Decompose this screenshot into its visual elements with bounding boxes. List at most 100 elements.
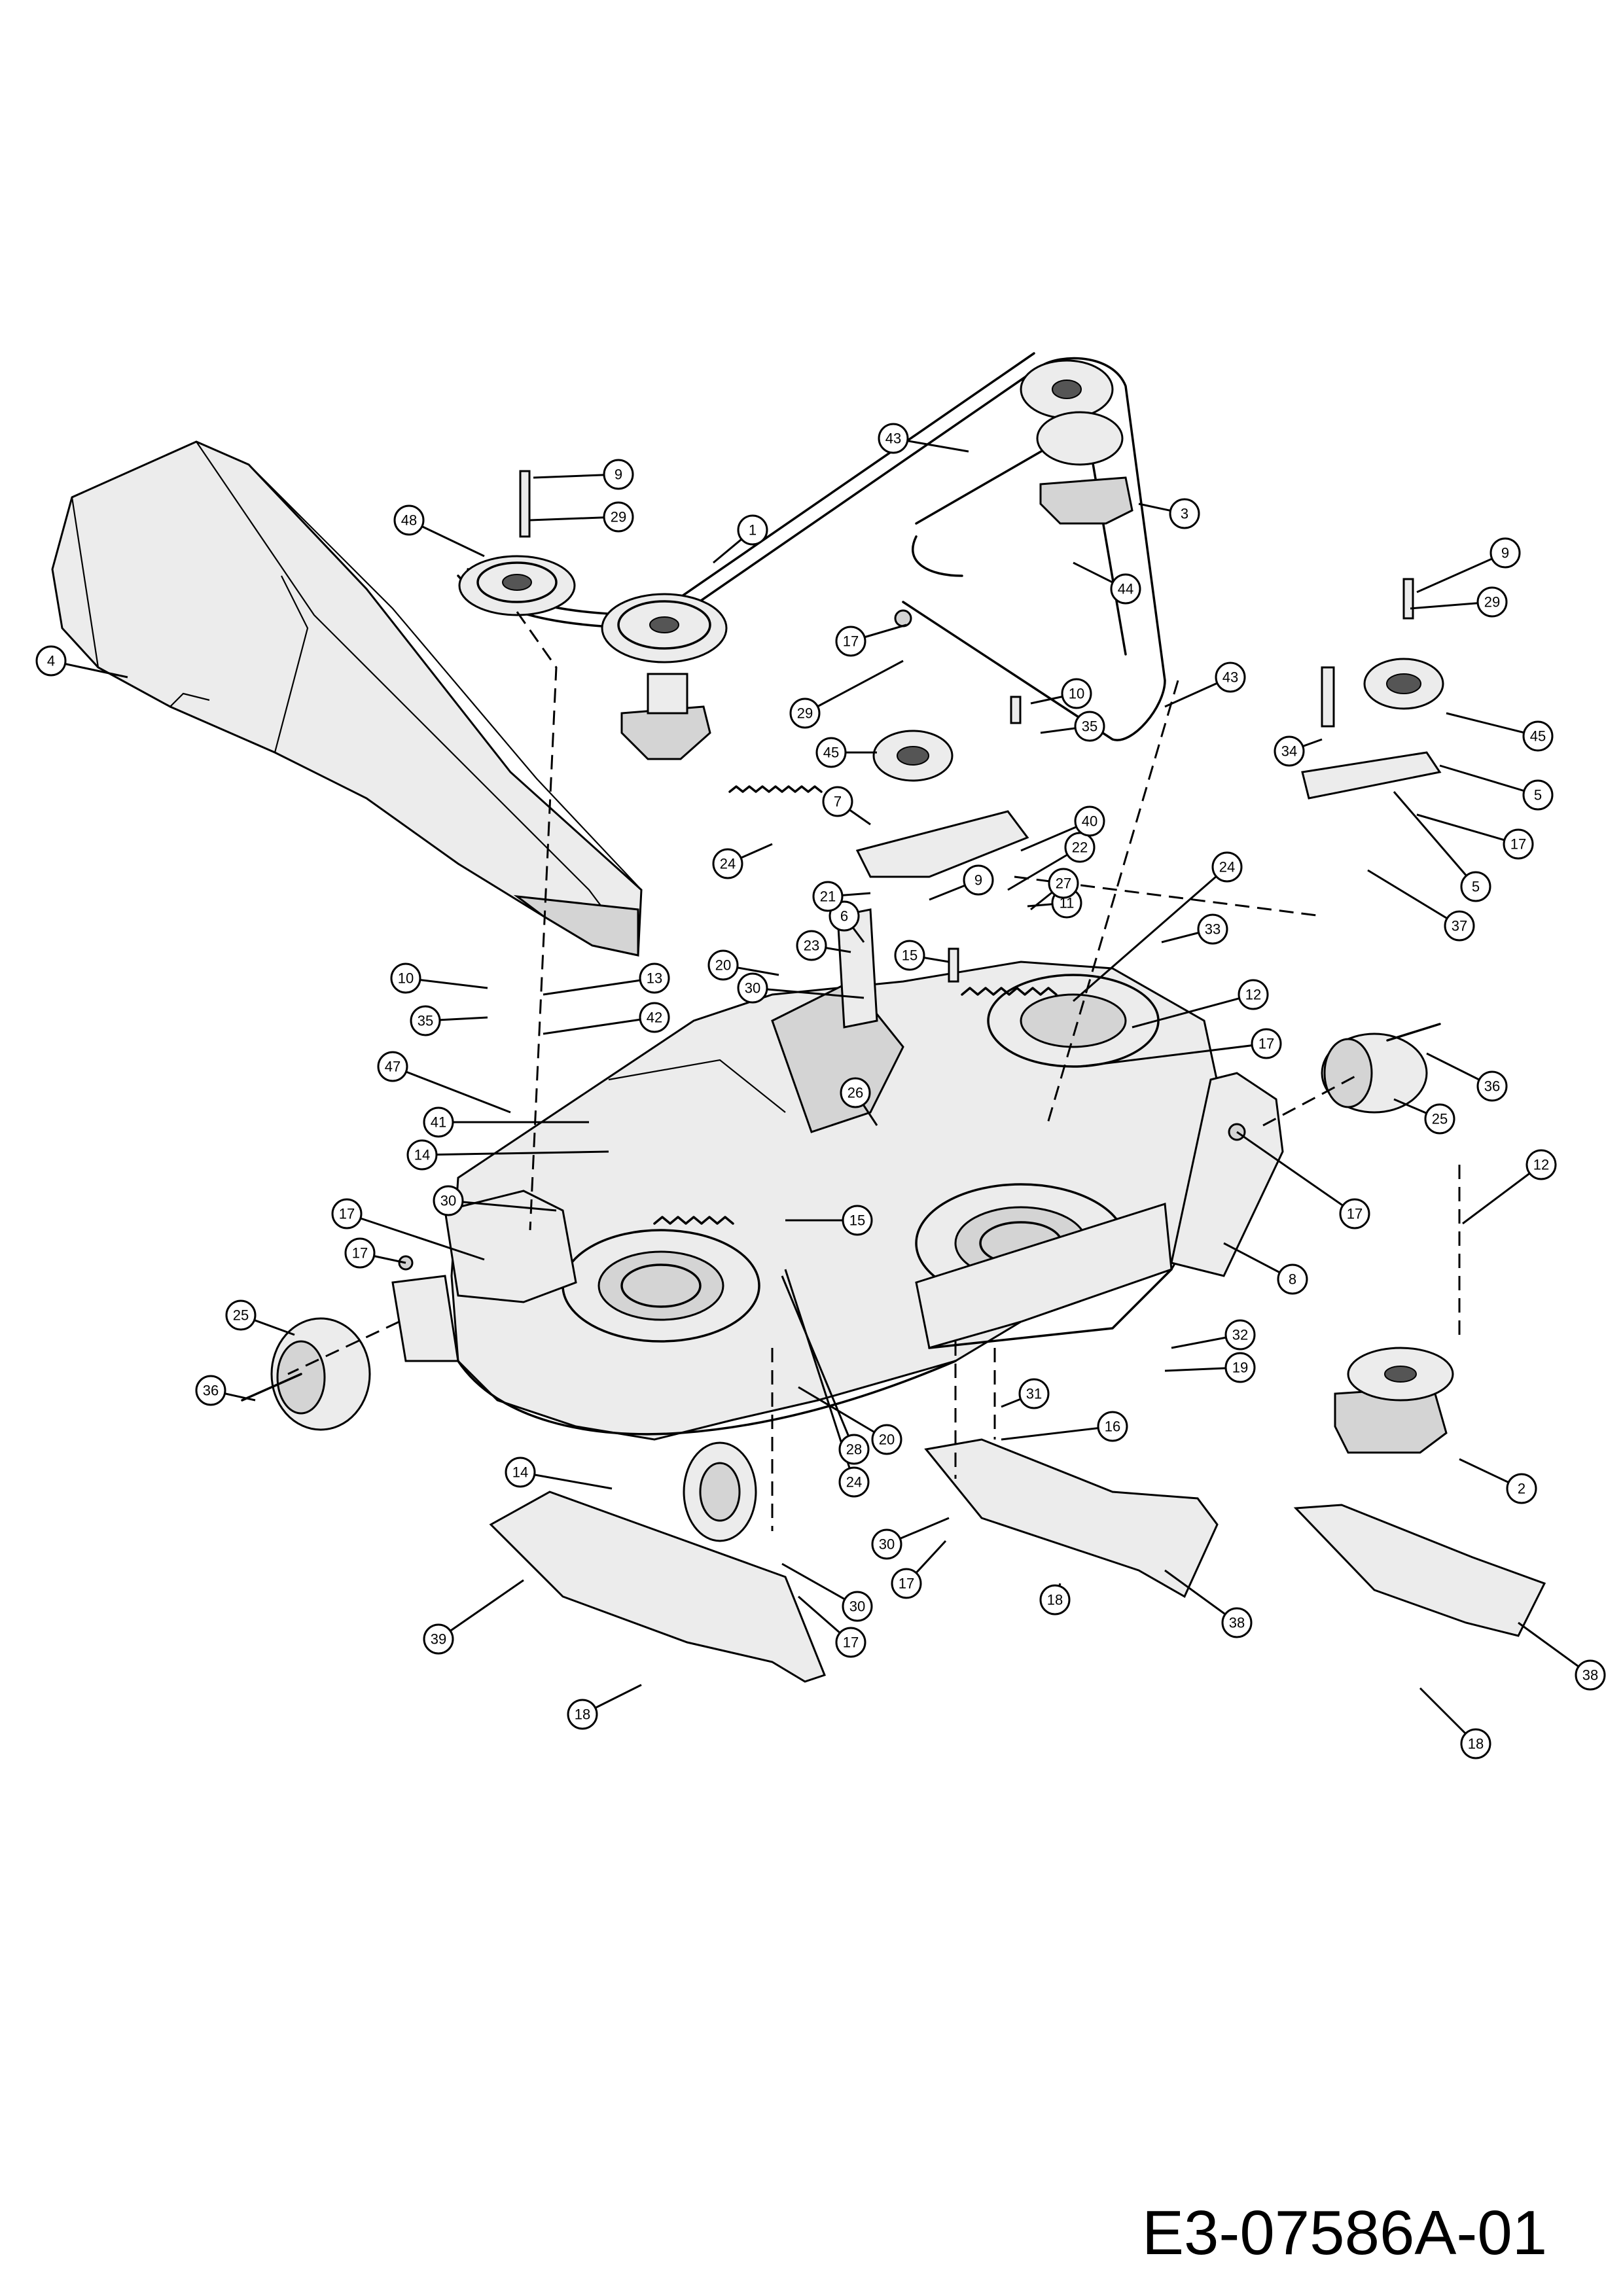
callout-leader xyxy=(1236,1131,1355,1215)
callout-ring xyxy=(1274,735,1305,767)
callout-30: 30 xyxy=(433,1185,557,1216)
callout-43: 43 xyxy=(1164,662,1246,708)
gauge-wheel-left xyxy=(241,1317,371,1431)
callout-number: 29 xyxy=(1484,594,1500,610)
gauge-wheel-right xyxy=(1321,1023,1441,1114)
callout-number: 12 xyxy=(1533,1157,1549,1173)
callout-ring xyxy=(1110,573,1141,605)
spindle-housings xyxy=(620,476,1454,1454)
callout-ring xyxy=(840,1077,871,1108)
callout-7: 7 xyxy=(822,786,871,826)
callout-ring xyxy=(1525,1149,1557,1180)
callout-ring xyxy=(1460,871,1491,902)
callout-12: 12 xyxy=(1462,1149,1557,1225)
callout-number: 17 xyxy=(899,1576,914,1592)
callout-ring xyxy=(1048,868,1079,899)
callout-number: 23 xyxy=(804,938,819,954)
callout-5: 5 xyxy=(1393,791,1491,902)
callout-number: 25 xyxy=(233,1307,249,1324)
callout-ring xyxy=(1339,1198,1370,1229)
callout-43: 43 xyxy=(878,423,969,454)
callout-ring xyxy=(1169,498,1200,529)
callout-ring xyxy=(603,459,634,490)
callout-ring xyxy=(842,1591,873,1622)
callout-ring xyxy=(1224,1319,1256,1351)
callout-number: 30 xyxy=(440,1193,456,1209)
callout-ring xyxy=(707,949,739,981)
callout-number: 29 xyxy=(611,509,626,525)
callout-38: 38 xyxy=(1164,1569,1253,1638)
callout-18: 18 xyxy=(1419,1687,1491,1759)
callout-21: 21 xyxy=(812,881,871,912)
callout-number: 30 xyxy=(879,1536,895,1553)
callout-number: 10 xyxy=(398,970,414,987)
callout-ring xyxy=(344,1237,376,1269)
callout-12: 12 xyxy=(1132,979,1269,1029)
callout-17: 17 xyxy=(891,1540,947,1599)
callout-ring xyxy=(410,1005,441,1036)
callout-number: 17 xyxy=(339,1206,355,1222)
belt-and-pulleys xyxy=(457,352,1444,782)
callout-number: 24 xyxy=(720,856,736,872)
callout-ring xyxy=(639,1002,670,1033)
callout-45: 45 xyxy=(815,737,877,768)
callout-24: 24 xyxy=(712,843,773,879)
callout-27: 27 xyxy=(1030,868,1079,911)
callout-ring xyxy=(433,1185,464,1216)
callout-ring xyxy=(878,423,909,454)
callout-number: 44 xyxy=(1118,581,1133,597)
callout-24: 24 xyxy=(1073,851,1243,1002)
callout-number: 30 xyxy=(745,980,760,997)
callout-22: 22 xyxy=(1007,832,1096,891)
callout-leader xyxy=(1001,1425,1113,1441)
callout-ring xyxy=(822,786,853,817)
callout-18: 18 xyxy=(567,1684,642,1730)
callout-leader xyxy=(1416,813,1519,845)
callout-9: 9 xyxy=(929,864,994,901)
callout-leader xyxy=(752,987,865,999)
drawing-code: E3-07586A-01 xyxy=(1142,2198,1548,2268)
callout-ring xyxy=(871,1528,902,1560)
callout-ring xyxy=(815,737,847,768)
callout-number: 11 xyxy=(1060,895,1075,911)
callout-number: 35 xyxy=(1082,718,1097,735)
callout-number: 22 xyxy=(1072,839,1088,856)
callout-number: 36 xyxy=(203,1383,219,1399)
callout-17: 17 xyxy=(798,1595,866,1658)
callout-number: 48 xyxy=(401,512,417,529)
callout-15: 15 xyxy=(785,1205,873,1236)
callout-44: 44 xyxy=(1073,561,1141,605)
callout-number: 17 xyxy=(1258,1036,1274,1052)
callout-17: 17 xyxy=(1416,813,1534,860)
callout-number: 18 xyxy=(1047,1592,1063,1608)
callout-number: 5 xyxy=(1472,879,1480,895)
callout-ring xyxy=(838,1434,870,1465)
callout-5: 5 xyxy=(1439,764,1554,811)
idler-arms-and-springs xyxy=(398,470,1442,1271)
callout-14: 14 xyxy=(505,1457,613,1490)
callout-number: 20 xyxy=(715,957,731,974)
callout-number: 3 xyxy=(1181,506,1188,522)
callout-41: 41 xyxy=(423,1106,589,1138)
callout-number: 17 xyxy=(843,633,859,650)
callout-ring xyxy=(1251,1028,1282,1059)
callout-number: 10 xyxy=(1069,686,1084,702)
callout-ring xyxy=(1221,1607,1253,1638)
callout-number: 17 xyxy=(1510,836,1526,853)
callout-ring xyxy=(1522,720,1554,752)
callout-ring xyxy=(891,1568,922,1599)
callout-29: 29 xyxy=(529,501,634,533)
callout-ring xyxy=(377,1051,408,1082)
callout-number: 9 xyxy=(974,872,982,889)
callout-leader xyxy=(520,1471,613,1490)
callout-4: 4 xyxy=(35,645,128,679)
callout-leader xyxy=(798,1386,887,1441)
callout-ring xyxy=(1061,678,1092,709)
callout-20: 20 xyxy=(798,1386,902,1455)
callout-19: 19 xyxy=(1164,1352,1256,1383)
callout-8: 8 xyxy=(1223,1242,1308,1295)
callout-30: 30 xyxy=(781,1563,873,1622)
callout-6: 6 xyxy=(829,900,865,943)
callout-number: 26 xyxy=(847,1085,863,1101)
